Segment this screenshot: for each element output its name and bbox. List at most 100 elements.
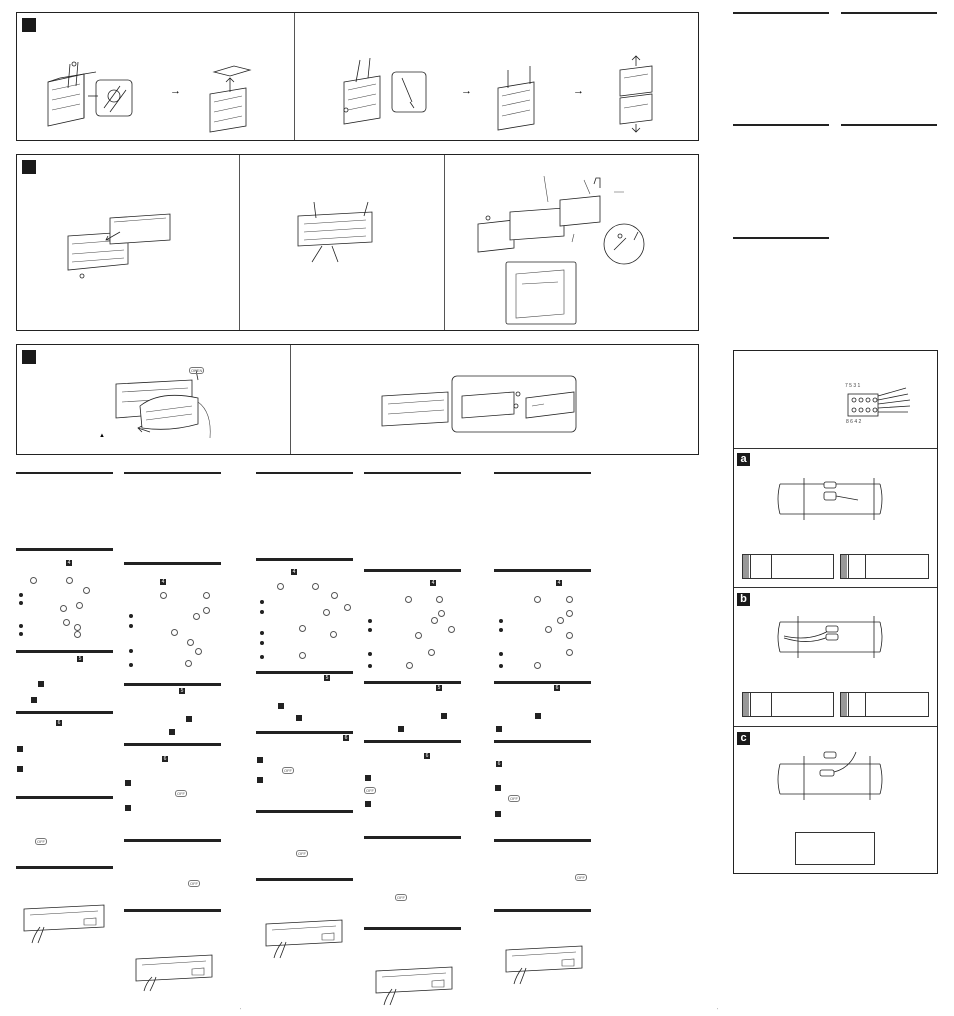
table-a-cell bbox=[840, 554, 929, 579]
table-a-marker bbox=[742, 554, 749, 579]
page-mark-left: ’ bbox=[240, 1008, 242, 1014]
wire-b-illustration bbox=[777, 616, 883, 658]
unit-clips-illustration bbox=[497, 66, 535, 131]
column-rule bbox=[16, 472, 113, 474]
section-badge-6: 6 bbox=[162, 756, 168, 762]
text-rule bbox=[733, 237, 829, 239]
step-bullet bbox=[260, 600, 264, 604]
callout-circle bbox=[195, 648, 202, 655]
callout-circle bbox=[545, 626, 552, 633]
arrow-right-icon: → bbox=[573, 85, 584, 97]
text-rule bbox=[733, 124, 829, 126]
section-rule bbox=[16, 866, 113, 869]
panel-slot-illustration bbox=[135, 954, 213, 992]
section-rule bbox=[494, 839, 591, 842]
page-mark-right: ’ bbox=[717, 1008, 719, 1014]
callout-circle bbox=[438, 610, 445, 617]
panel-slot-illustration bbox=[265, 919, 343, 959]
callout-circle bbox=[566, 610, 573, 617]
table-b-marker bbox=[840, 692, 847, 717]
unit-lifting-illustration bbox=[209, 65, 252, 133]
table-b-cell bbox=[848, 692, 866, 717]
panel-release-illustration bbox=[115, 369, 211, 439]
step-bullet bbox=[129, 614, 133, 618]
bracket-tool-illustration bbox=[343, 57, 427, 125]
callout-circle bbox=[566, 596, 573, 603]
step-bullet bbox=[260, 641, 264, 645]
section-badge-6: 6 bbox=[343, 735, 349, 741]
section-rule bbox=[124, 839, 221, 842]
off-button: OFF bbox=[364, 787, 376, 794]
section-badge-5: 5 bbox=[436, 685, 442, 691]
text-rule bbox=[733, 12, 829, 14]
step-bullet bbox=[499, 628, 503, 632]
off-button: OFF bbox=[575, 874, 587, 881]
step-bullet bbox=[260, 610, 264, 614]
front-panel-illustration bbox=[381, 375, 577, 433]
callout-circle bbox=[405, 596, 412, 603]
section-badge-6: 6 bbox=[554, 685, 560, 691]
step-marker bbox=[31, 697, 37, 703]
section-rule bbox=[124, 909, 221, 912]
table-b-marker bbox=[742, 692, 749, 717]
callout-circle bbox=[557, 617, 564, 624]
step-marker bbox=[398, 726, 404, 732]
step-marker bbox=[257, 777, 263, 783]
callout-circle bbox=[74, 631, 81, 638]
unit-bracket-illustration bbox=[47, 61, 133, 127]
step-marker bbox=[38, 681, 44, 687]
callout-circle bbox=[534, 662, 541, 669]
section-rule bbox=[124, 562, 221, 565]
callout-circle bbox=[323, 609, 330, 616]
callout-circle bbox=[448, 626, 455, 633]
callout-circle bbox=[76, 602, 83, 609]
note-box bbox=[795, 832, 875, 865]
table-a-cell bbox=[750, 554, 772, 579]
figure-1-badge bbox=[22, 18, 36, 32]
callout-circle bbox=[30, 577, 37, 584]
callout-circle bbox=[63, 619, 70, 626]
section-rule bbox=[16, 711, 113, 714]
section-badge-5: 5 bbox=[77, 656, 83, 662]
callout-circle bbox=[406, 662, 413, 669]
table-a-marker bbox=[840, 554, 847, 579]
off-button: OFF bbox=[35, 838, 47, 845]
section-rule bbox=[364, 927, 461, 930]
step-marker bbox=[365, 775, 371, 781]
section-rule bbox=[256, 558, 353, 561]
step-marker bbox=[186, 716, 192, 722]
wire-c-illustration bbox=[777, 751, 883, 800]
callout-circle bbox=[160, 592, 167, 599]
callout-circle bbox=[436, 596, 443, 603]
section-badge-4: 4 bbox=[160, 579, 166, 585]
arrow-right-icon: → bbox=[461, 85, 472, 97]
callout-circle bbox=[330, 631, 337, 638]
step-bullet bbox=[19, 632, 23, 636]
section-rule bbox=[494, 740, 591, 743]
off-button: OFF bbox=[508, 795, 520, 802]
callout-circle bbox=[203, 607, 210, 614]
callout-circle bbox=[344, 604, 351, 611]
step-marker bbox=[495, 785, 501, 791]
callout-circle bbox=[299, 625, 306, 632]
step-marker bbox=[169, 729, 175, 735]
callout-circle bbox=[331, 592, 338, 599]
pin-numbers-bottom: 8 6 4 2 bbox=[846, 419, 862, 425]
section-rule bbox=[494, 569, 591, 572]
step-bullet bbox=[19, 601, 23, 605]
step-marker bbox=[125, 805, 131, 811]
connection-divider bbox=[734, 726, 937, 727]
step-marker bbox=[17, 746, 23, 752]
table-b-cell bbox=[742, 692, 834, 717]
section-rule bbox=[256, 878, 353, 881]
column-rule bbox=[494, 472, 591, 474]
off-button: OFF bbox=[188, 880, 200, 887]
text-rule bbox=[841, 124, 937, 126]
step-bullet bbox=[368, 619, 372, 623]
callout-circle bbox=[66, 577, 73, 584]
wire-a-illustration bbox=[777, 478, 883, 520]
step-bullet bbox=[499, 664, 503, 668]
column-rule bbox=[364, 472, 461, 474]
step-bullet bbox=[499, 652, 503, 656]
off-button: OFF bbox=[296, 850, 308, 857]
